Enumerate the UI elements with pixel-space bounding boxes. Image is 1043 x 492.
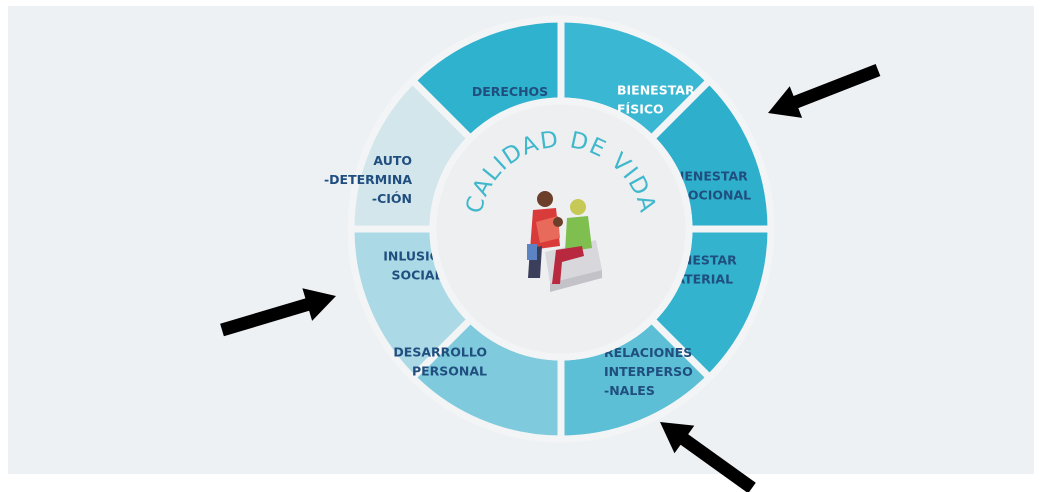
book-stack <box>527 244 537 260</box>
segment-label-line: -DETERMINA <box>324 172 412 187</box>
segment-label-autodeterminacion: AUTO -DETERMINA -CIÓN <box>324 153 412 206</box>
segment-label-bienestar-fisico: BIENESTAR FÍSICO <box>617 83 695 117</box>
segment-label-line: PERSONAL <box>412 364 487 379</box>
center-circle <box>429 97 693 361</box>
bench-side <box>550 270 602 292</box>
arrow-icon-inclusion-social <box>220 288 336 337</box>
segment-label-line: DESARROLLO <box>393 345 487 360</box>
segment-label-line: AUTO <box>373 153 412 168</box>
woman-body <box>565 216 592 252</box>
segment-label-line: SOCIAL <box>391 268 442 283</box>
pointer-arrows <box>220 63 881 492</box>
segment-label-line: FÍSICO <box>617 102 664 117</box>
segment-label-line: INTERPERSO <box>604 364 693 379</box>
segment-label-derechos: DERECHOS <box>472 84 548 99</box>
arrow-icon-bienestar-emocional <box>768 63 881 118</box>
segment-label-line: BIENESTAR <box>617 83 695 98</box>
man-head <box>537 191 553 207</box>
child-head <box>553 217 563 227</box>
arrow-icon-relaciones-interpersonales <box>660 422 756 492</box>
segment-label-line: RELACIONES <box>604 345 692 360</box>
segment-label-relaciones-interpersonales: RELACIONES INTERPERSO -NALES <box>604 345 693 398</box>
woman-head <box>570 199 586 215</box>
woman-legs <box>552 246 584 284</box>
segment-label-line: DERECHOS <box>472 84 548 99</box>
segment-label-desarrollo-personal: DESARROLLO PERSONAL <box>393 345 487 379</box>
reading-couple-illustration <box>527 191 602 292</box>
segment-label-line: -NALES <box>604 383 655 398</box>
segment-label-line: -CIÓN <box>372 191 412 206</box>
segment-label-line: BIENESTAR <box>670 169 748 184</box>
